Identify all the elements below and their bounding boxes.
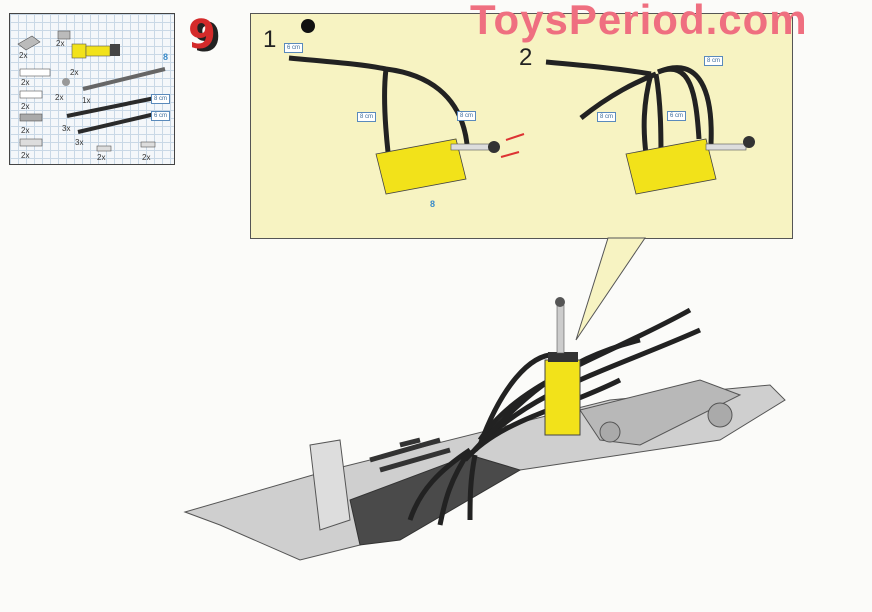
- part-quantity: 2x: [19, 51, 28, 60]
- part-quantity: 2x: [56, 39, 65, 48]
- hose-length-label: 8 cm: [704, 56, 724, 66]
- part-quantity: 3x: [62, 124, 71, 133]
- step-number: 9: [188, 12, 216, 58]
- substep-number: 2: [519, 44, 533, 71]
- parts-list-box: 2x 2x 2x 2x 2x 2x 2x 2x 1x 3x 3x 2x 2x 8…: [9, 13, 175, 165]
- hose-length-label: 6 cm: [667, 111, 687, 121]
- part-quantity: 2x: [21, 126, 30, 135]
- hose-length-label: 6 cm: [151, 111, 171, 121]
- part-quantity: 2x: [97, 153, 106, 162]
- part-quantity: 2x: [21, 78, 30, 87]
- hose-length-label: 8 cm: [597, 112, 617, 122]
- hose-length-label: 8 cm: [357, 112, 377, 122]
- callout-illustration: [288, 19, 755, 195]
- substep-number: 1: [263, 26, 277, 53]
- part-quantity: 2x: [142, 153, 151, 162]
- element-count-label: 8: [163, 52, 169, 62]
- callout-box: 1 2 6 cm 8 cm 8 cm 8 8 cm 8 cm 6 cm: [250, 13, 793, 239]
- watermark: ToysPeriod.com: [470, 0, 808, 43]
- part-quantity: 2x: [55, 93, 64, 102]
- part-quantity: 2x: [21, 151, 30, 160]
- element-count-label: 8: [430, 199, 436, 209]
- part-quantity: 2x: [21, 102, 30, 111]
- part-quantity: 3x: [75, 138, 84, 147]
- part-quantity: 2x: [70, 68, 79, 77]
- hose-length-label: 8 cm: [151, 94, 171, 104]
- hose-length-label: 6 cm: [284, 43, 304, 53]
- parts-illustration: [17, 30, 166, 152]
- part-quantity: 1x: [82, 96, 91, 105]
- hose-length-label: 8 cm: [457, 111, 477, 121]
